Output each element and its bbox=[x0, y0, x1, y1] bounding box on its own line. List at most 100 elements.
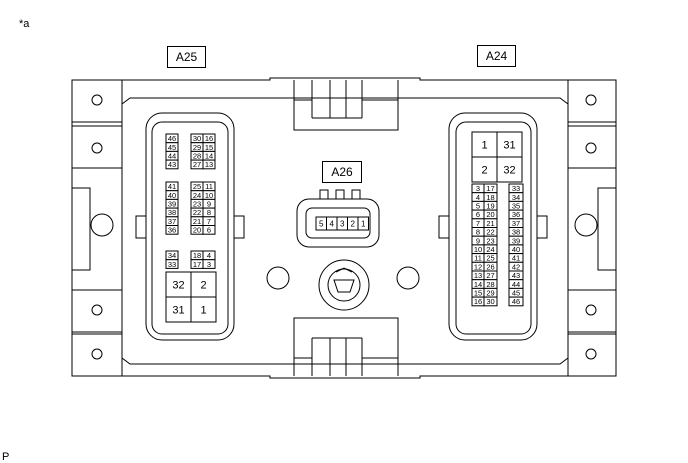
pin-number: 34 bbox=[512, 193, 520, 202]
pin-number: 46 bbox=[168, 134, 176, 143]
pin-number: 14 bbox=[205, 151, 213, 160]
pin-number: 45 bbox=[512, 288, 520, 297]
pin-number: 34 bbox=[168, 251, 176, 260]
a25-label: A25 bbox=[167, 46, 206, 68]
pin-number: 39 bbox=[512, 236, 520, 245]
mount-hole bbox=[91, 348, 103, 360]
pin-number: 18 bbox=[486, 193, 494, 202]
pin-number: 15 bbox=[205, 143, 213, 152]
pin-number: 13 bbox=[205, 160, 213, 169]
pin-number: 22 bbox=[486, 228, 494, 237]
pin-number: 31 bbox=[503, 139, 515, 151]
a26-housing-inner bbox=[305, 207, 371, 239]
a26-label: A26 bbox=[322, 161, 362, 183]
pin-cell bbox=[165, 159, 179, 170]
pin-number: 8 bbox=[476, 228, 480, 237]
pin-number: 27 bbox=[486, 271, 494, 280]
locating-boss bbox=[574, 213, 598, 237]
pin-number: 27 bbox=[193, 160, 201, 169]
pin-number: 19 bbox=[486, 201, 494, 210]
pin-cell bbox=[202, 259, 216, 269]
pin-number: 2 bbox=[481, 164, 487, 176]
pin-number: 28 bbox=[193, 151, 201, 160]
mount-hole bbox=[585, 304, 597, 316]
pin-number: 32 bbox=[503, 164, 515, 176]
bottom-bracket bbox=[293, 317, 399, 376]
pin-cell bbox=[496, 156, 523, 183]
pin-cell bbox=[202, 225, 216, 235]
pin-number: 12 bbox=[474, 262, 482, 271]
pin-cell bbox=[190, 271, 217, 298]
corner-note: *a bbox=[19, 18, 30, 30]
pin-number: 1 bbox=[200, 304, 206, 316]
pin-number: 37 bbox=[512, 219, 520, 228]
pin-number: 25 bbox=[486, 254, 494, 263]
pin-number: 45 bbox=[168, 143, 176, 152]
pin-number: 14 bbox=[474, 280, 482, 289]
pin-number: 10 bbox=[474, 245, 482, 254]
pin-number: 3 bbox=[476, 184, 480, 193]
mount-tab bbox=[567, 79, 617, 123]
mount-hole bbox=[91, 304, 103, 316]
mount-hole bbox=[585, 94, 597, 106]
pin-number: 22 bbox=[193, 208, 201, 217]
pin-cell bbox=[496, 131, 523, 158]
top-bracket bbox=[293, 80, 399, 131]
pin-cell bbox=[165, 259, 179, 269]
pin-number: 40 bbox=[168, 191, 176, 200]
pin-number: 36 bbox=[168, 226, 176, 235]
pin-number: 25 bbox=[193, 182, 201, 191]
pin-number: 15 bbox=[474, 288, 482, 297]
pin-number: 16 bbox=[205, 134, 213, 143]
pin-number: 32 bbox=[172, 279, 184, 291]
pin-number: 41 bbox=[512, 254, 520, 263]
pin-number: 6 bbox=[207, 226, 211, 235]
a24-label: A24 bbox=[477, 45, 516, 67]
pin-cell bbox=[508, 296, 524, 307]
pin-cell bbox=[190, 296, 217, 323]
pin-number: 37 bbox=[168, 217, 176, 226]
mount-tab bbox=[71, 125, 123, 169]
pin-number: 33 bbox=[168, 260, 176, 269]
pin-number: 21 bbox=[486, 219, 494, 228]
pin-number: 9 bbox=[207, 199, 211, 208]
pin-number: 1 bbox=[481, 139, 487, 151]
a24-housing-outer bbox=[448, 112, 538, 341]
a24-housing-inner bbox=[455, 121, 532, 335]
locating-boss bbox=[266, 266, 290, 290]
a25-housing-outer bbox=[145, 112, 235, 341]
mount-hole bbox=[585, 142, 597, 154]
locating-boss bbox=[396, 266, 420, 290]
pin-number: 26 bbox=[486, 262, 494, 271]
mount-hole bbox=[91, 94, 103, 106]
mount-tab bbox=[71, 79, 123, 123]
pin-number: 4 bbox=[330, 219, 335, 228]
pin-number: 36 bbox=[512, 210, 520, 219]
pin-number: 23 bbox=[486, 236, 494, 245]
pin-number: 9 bbox=[476, 236, 480, 245]
pin-number: 3 bbox=[207, 260, 211, 269]
pin-number: 30 bbox=[193, 134, 201, 143]
pin-number: 39 bbox=[168, 199, 176, 208]
mount-tab bbox=[567, 125, 617, 169]
pin-number: 13 bbox=[474, 271, 482, 280]
pin-number: 2 bbox=[200, 279, 206, 291]
pin-number: 17 bbox=[486, 184, 494, 193]
pin-number: 46 bbox=[512, 297, 520, 306]
pin-number: 10 bbox=[205, 191, 213, 200]
pin-number: 38 bbox=[168, 208, 176, 217]
locating-boss bbox=[90, 213, 114, 237]
pin-number: 11 bbox=[474, 254, 482, 263]
pin-number: 38 bbox=[512, 228, 520, 237]
pin-cell bbox=[165, 296, 192, 323]
pin-number: 31 bbox=[172, 304, 184, 316]
pin-number: 41 bbox=[168, 182, 176, 191]
pin-number: 7 bbox=[476, 219, 480, 228]
pin-number: 29 bbox=[486, 288, 494, 297]
pin-cell bbox=[471, 156, 498, 183]
pin-cell bbox=[165, 271, 192, 298]
pin-number: 8 bbox=[207, 208, 211, 217]
